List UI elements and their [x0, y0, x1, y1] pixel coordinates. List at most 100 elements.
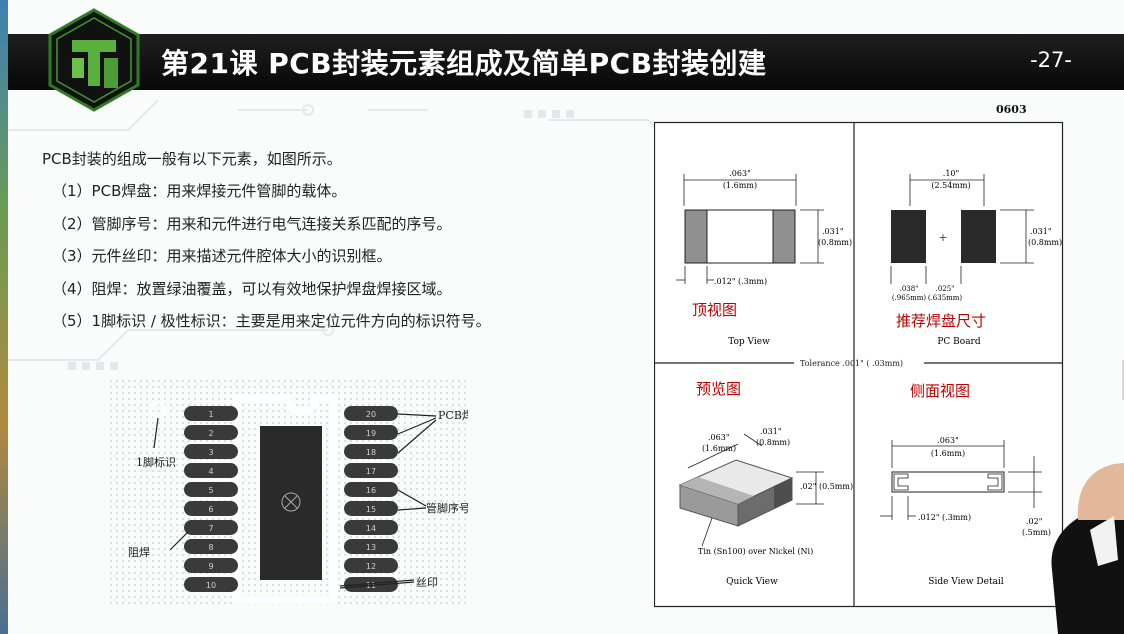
left-pin-number: 9 — [208, 562, 213, 571]
left-pad — [184, 444, 238, 459]
svg-text:.063": .063" — [937, 436, 959, 445]
left-pad — [184, 558, 238, 573]
svg-text:(1.6mm): (1.6mm) — [702, 444, 736, 453]
right-pin-number: 14 — [366, 524, 376, 533]
svg-text:.031": .031" — [760, 427, 782, 436]
left-pin-number: 4 — [208, 467, 213, 476]
right-pin-number: 19 — [366, 429, 376, 438]
svg-text:.063": .063" — [708, 433, 730, 442]
list-item: （5）1脚标识 / 极性标识：主要是用来定位元件方向的标识符号。 — [52, 312, 491, 330]
label-solder-mask: 阻焊 — [128, 545, 150, 559]
svg-text:(.5mm): (.5mm) — [1022, 528, 1051, 537]
presenter-video-overlay — [1051, 360, 1124, 634]
svg-text:(1.6mm): (1.6mm) — [931, 449, 965, 458]
svg-text:(.965mm): (.965mm) — [892, 294, 927, 302]
right-pin-number: 12 — [366, 562, 376, 571]
pc-board-cn: 推荐焊盘尺寸 — [896, 312, 986, 330]
top-view-en: Top View — [728, 337, 770, 347]
label-pin1-mark: 1脚标识 — [136, 455, 176, 469]
element-list: （1）PCB焊盘：用来焊接元件管脚的载体。 （2）管脚序号：用来和元件进行电气连… — [52, 180, 491, 343]
svg-text:.10": .10" — [943, 169, 959, 178]
tin-note: Tin (Sn100) over Nickel (Ni) — [698, 547, 813, 556]
svg-text:.012" (.3mm): .012" (.3mm) — [714, 277, 767, 286]
svg-text:(1.6mm): (1.6mm) — [723, 181, 757, 190]
svg-text:(0.8mm): (0.8mm) — [1028, 238, 1062, 247]
slide-title: 第21课 PCB封装元素组成及简单PCB封装创建 — [161, 47, 767, 80]
right-pad — [344, 539, 398, 554]
svg-text:.031": .031" — [1030, 227, 1052, 236]
label-pcb-pad: PCB焊盘 — [438, 408, 468, 422]
svg-text:(2.54mm): (2.54mm) — [931, 181, 970, 190]
right-pad — [344, 425, 398, 440]
tolerance-label: Tolerance .001" ( .03mm) — [800, 359, 903, 368]
intro-text: PCB封装的组成一般有以下元素，如图所示。 — [42, 150, 342, 168]
right-pin-number: 20 — [366, 410, 376, 419]
quick-view-en: Quick View — [726, 577, 778, 587]
right-pad — [344, 482, 398, 497]
svg-text:.012" (.3mm): .012" (.3mm) — [918, 513, 971, 522]
right-pin-number: 13 — [366, 543, 376, 552]
svg-text:.063": .063" — [729, 169, 751, 178]
label-pin-number: 管脚序号 — [426, 501, 468, 515]
top-view: .063" (1.6mm) .031" (0.8mm) .012" (.3mm)… — [676, 169, 852, 347]
left-pin-number: 1 — [208, 410, 213, 419]
svg-text:.02": .02" — [1026, 517, 1042, 526]
left-pin-number: 3 — [208, 448, 213, 457]
pc-board-view: .10" (2.54mm) + .031" (0.8mm) .038" (.96… — [890, 169, 1062, 347]
svg-text:+: + — [938, 231, 947, 244]
left-pad — [184, 577, 238, 592]
svg-text:.02" (0.5mm): .02" (0.5mm) — [800, 482, 853, 491]
course-logo-icon — [48, 8, 140, 112]
right-pin-number: 15 — [366, 505, 376, 514]
list-item: （1）PCB焊盘：用来焊接元件管脚的载体。 — [52, 182, 347, 200]
list-item: （3）元件丝印：用来描述元件腔体大小的识别框。 — [52, 247, 392, 265]
right-pin-number: 16 — [366, 486, 376, 495]
package-name: 0603 — [996, 103, 1027, 116]
right-pad — [344, 520, 398, 535]
left-pin-number: 5 — [208, 486, 213, 495]
list-item: （4）阻焊：放置绿油覆盖，可以有效地保护焊盘焊接区域。 — [52, 279, 452, 298]
pin1-marker — [149, 401, 167, 419]
right-pad — [344, 406, 398, 421]
side-view-cn: 侧面视图 — [910, 382, 970, 400]
left-edge-strip — [0, 0, 8, 634]
side-view: 侧面视图 .063" (1.6mm) .012" (.3mm) .02" (.5… — [880, 382, 1051, 587]
left-pad — [184, 463, 238, 478]
svg-text:.038": .038" — [900, 285, 919, 293]
left-pin-number: 8 — [208, 543, 213, 552]
quick-view: 预览图 .063" (1.6mm) .031" (0.8mm) .02" (0.… — [678, 380, 853, 587]
right-pad — [344, 577, 398, 592]
svg-text:(0.8mm): (0.8mm) — [818, 238, 852, 247]
right-pin-number: 18 — [366, 448, 376, 457]
svg-text:.031": .031" — [822, 227, 844, 236]
right-pad — [344, 558, 398, 573]
drawing-frame — [654, 121, 1064, 608]
svg-text:.025": .025" — [936, 285, 955, 293]
quick-view-cn: 预览图 — [696, 380, 741, 398]
page-number: -27- — [1030, 48, 1072, 72]
top-view-cn: 顶视图 — [692, 301, 737, 319]
label-silkscreen: 丝印 — [416, 576, 438, 589]
left-pad — [184, 520, 238, 535]
side-view-en: Side View Detail — [928, 577, 1004, 587]
left-pin-number: 6 — [208, 505, 213, 514]
list-item: （2）管脚序号：用来和元件进行电气连接关系匹配的序号。 — [52, 214, 452, 233]
svg-text:(.635mm): (.635mm) — [928, 294, 963, 302]
left-pad — [184, 482, 238, 497]
right-pad — [344, 501, 398, 516]
slide: 第21课 PCB封装元素组成及简单PCB封装创建 -27- PCB封装的组成一般… — [8, 0, 1124, 634]
right-pad — [344, 444, 398, 459]
left-pad — [184, 425, 238, 440]
right-pin-number: 17 — [366, 467, 376, 476]
left-pin-number: 2 — [208, 429, 213, 438]
title-bar: 第21课 PCB封装元素组成及简单PCB封装创建 -27- — [8, 34, 1124, 90]
left-pad — [184, 406, 238, 421]
pc-board-en: PC Board — [937, 337, 981, 347]
silkscreen-outline — [232, 394, 338, 604]
left-pin-number: 10 — [206, 581, 216, 590]
component-body — [260, 426, 322, 580]
left-pad — [184, 539, 238, 554]
left-pin-number: 7 — [208, 524, 213, 533]
right-pad — [344, 463, 398, 478]
